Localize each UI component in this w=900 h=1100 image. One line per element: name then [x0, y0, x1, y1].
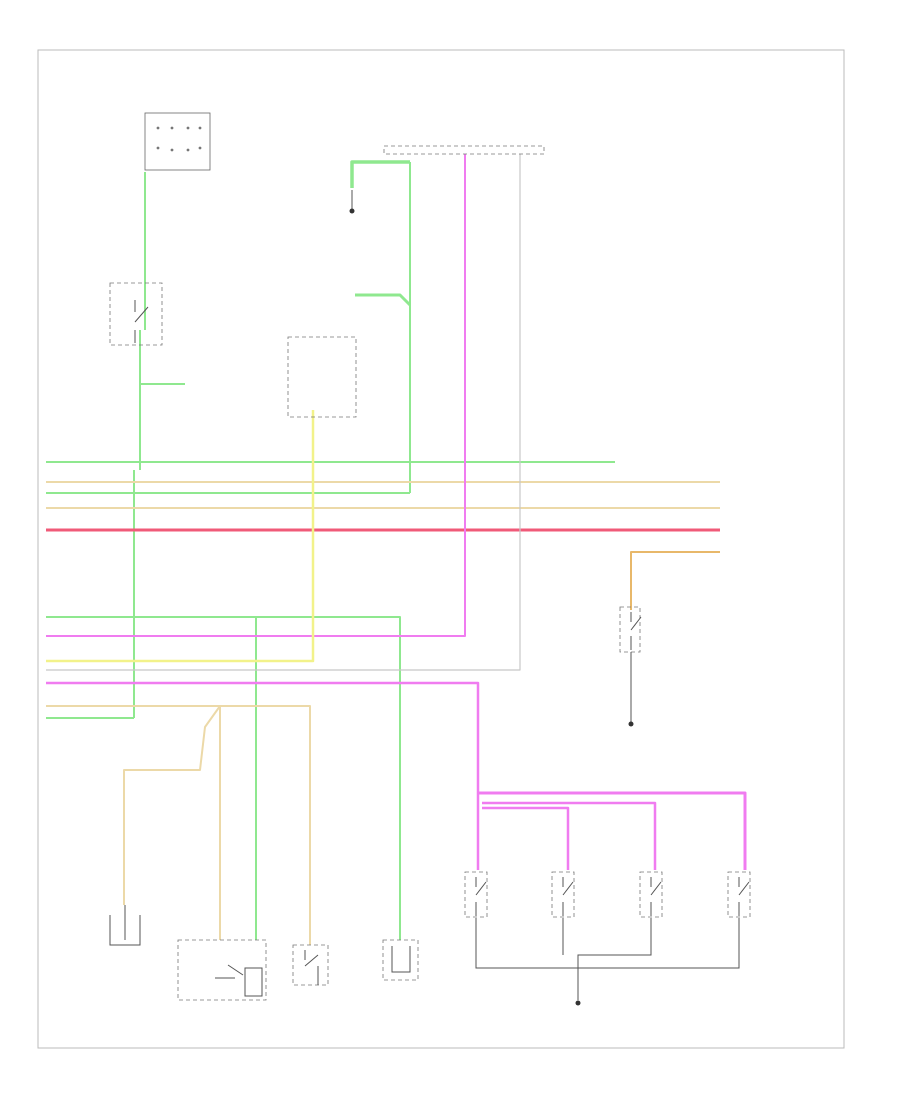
wire-yellow-bus — [46, 410, 315, 663]
door-switch-3-box — [639, 871, 663, 918]
transfer-switch-box — [382, 939, 419, 981]
connector-pins — [156, 126, 202, 152]
module-box — [287, 336, 357, 418]
transfer-switch-contact — [391, 946, 411, 973]
ignition-switch-contact — [215, 964, 263, 997]
wire-green-lower-bus — [46, 616, 401, 940]
wire-gray-right-vertical — [46, 154, 521, 671]
right-switch-box — [619, 606, 641, 653]
door-switch-ground-bus — [475, 918, 740, 1000]
wire-left-green-vertical — [139, 172, 146, 470]
header-connector-strip — [383, 145, 545, 155]
wire-green-top-stub — [350, 160, 410, 188]
door-switch-2-box — [551, 871, 575, 918]
wire-green-middle-stub — [355, 293, 412, 307]
brake-switch-box — [109, 282, 163, 346]
right-switch-contact — [630, 612, 642, 650]
brake-switch-contact — [134, 300, 149, 343]
diagram-frame — [37, 49, 845, 1049]
wire-tan-lower — [46, 705, 311, 945]
door-switch-1-box — [464, 871, 488, 918]
components — [109, 112, 751, 1006]
door-switch-4-contact — [738, 877, 750, 916]
ground-symbol-right — [628, 721, 634, 727]
door-switch-2-contact — [562, 877, 574, 916]
wire-tan-sensor — [123, 705, 221, 905]
wire-group — [46, 154, 747, 945]
door-switch-3-contact — [650, 877, 662, 916]
park-switch-box — [292, 944, 329, 986]
wire-magenta-bus — [46, 681, 480, 870]
door-switch-group — [464, 871, 751, 918]
data-link-connector — [144, 112, 211, 171]
sensor-body — [109, 915, 141, 946]
wire-magenta-door-2 — [482, 806, 570, 870]
park-switch-contact — [304, 950, 319, 985]
door-switch-4-box — [727, 871, 751, 918]
ground-symbol-top — [349, 208, 355, 214]
ground-symbol-bottom-right — [575, 1000, 581, 1006]
wire-orange-right — [630, 551, 720, 610]
wire-magenta-center-vertical — [46, 154, 466, 637]
wire-magenta-door-3 — [482, 801, 657, 870]
door-switch-1-contact — [475, 877, 487, 916]
ignition-switch-box — [177, 939, 267, 1001]
wire-magenta-door-bus — [478, 791, 747, 870]
